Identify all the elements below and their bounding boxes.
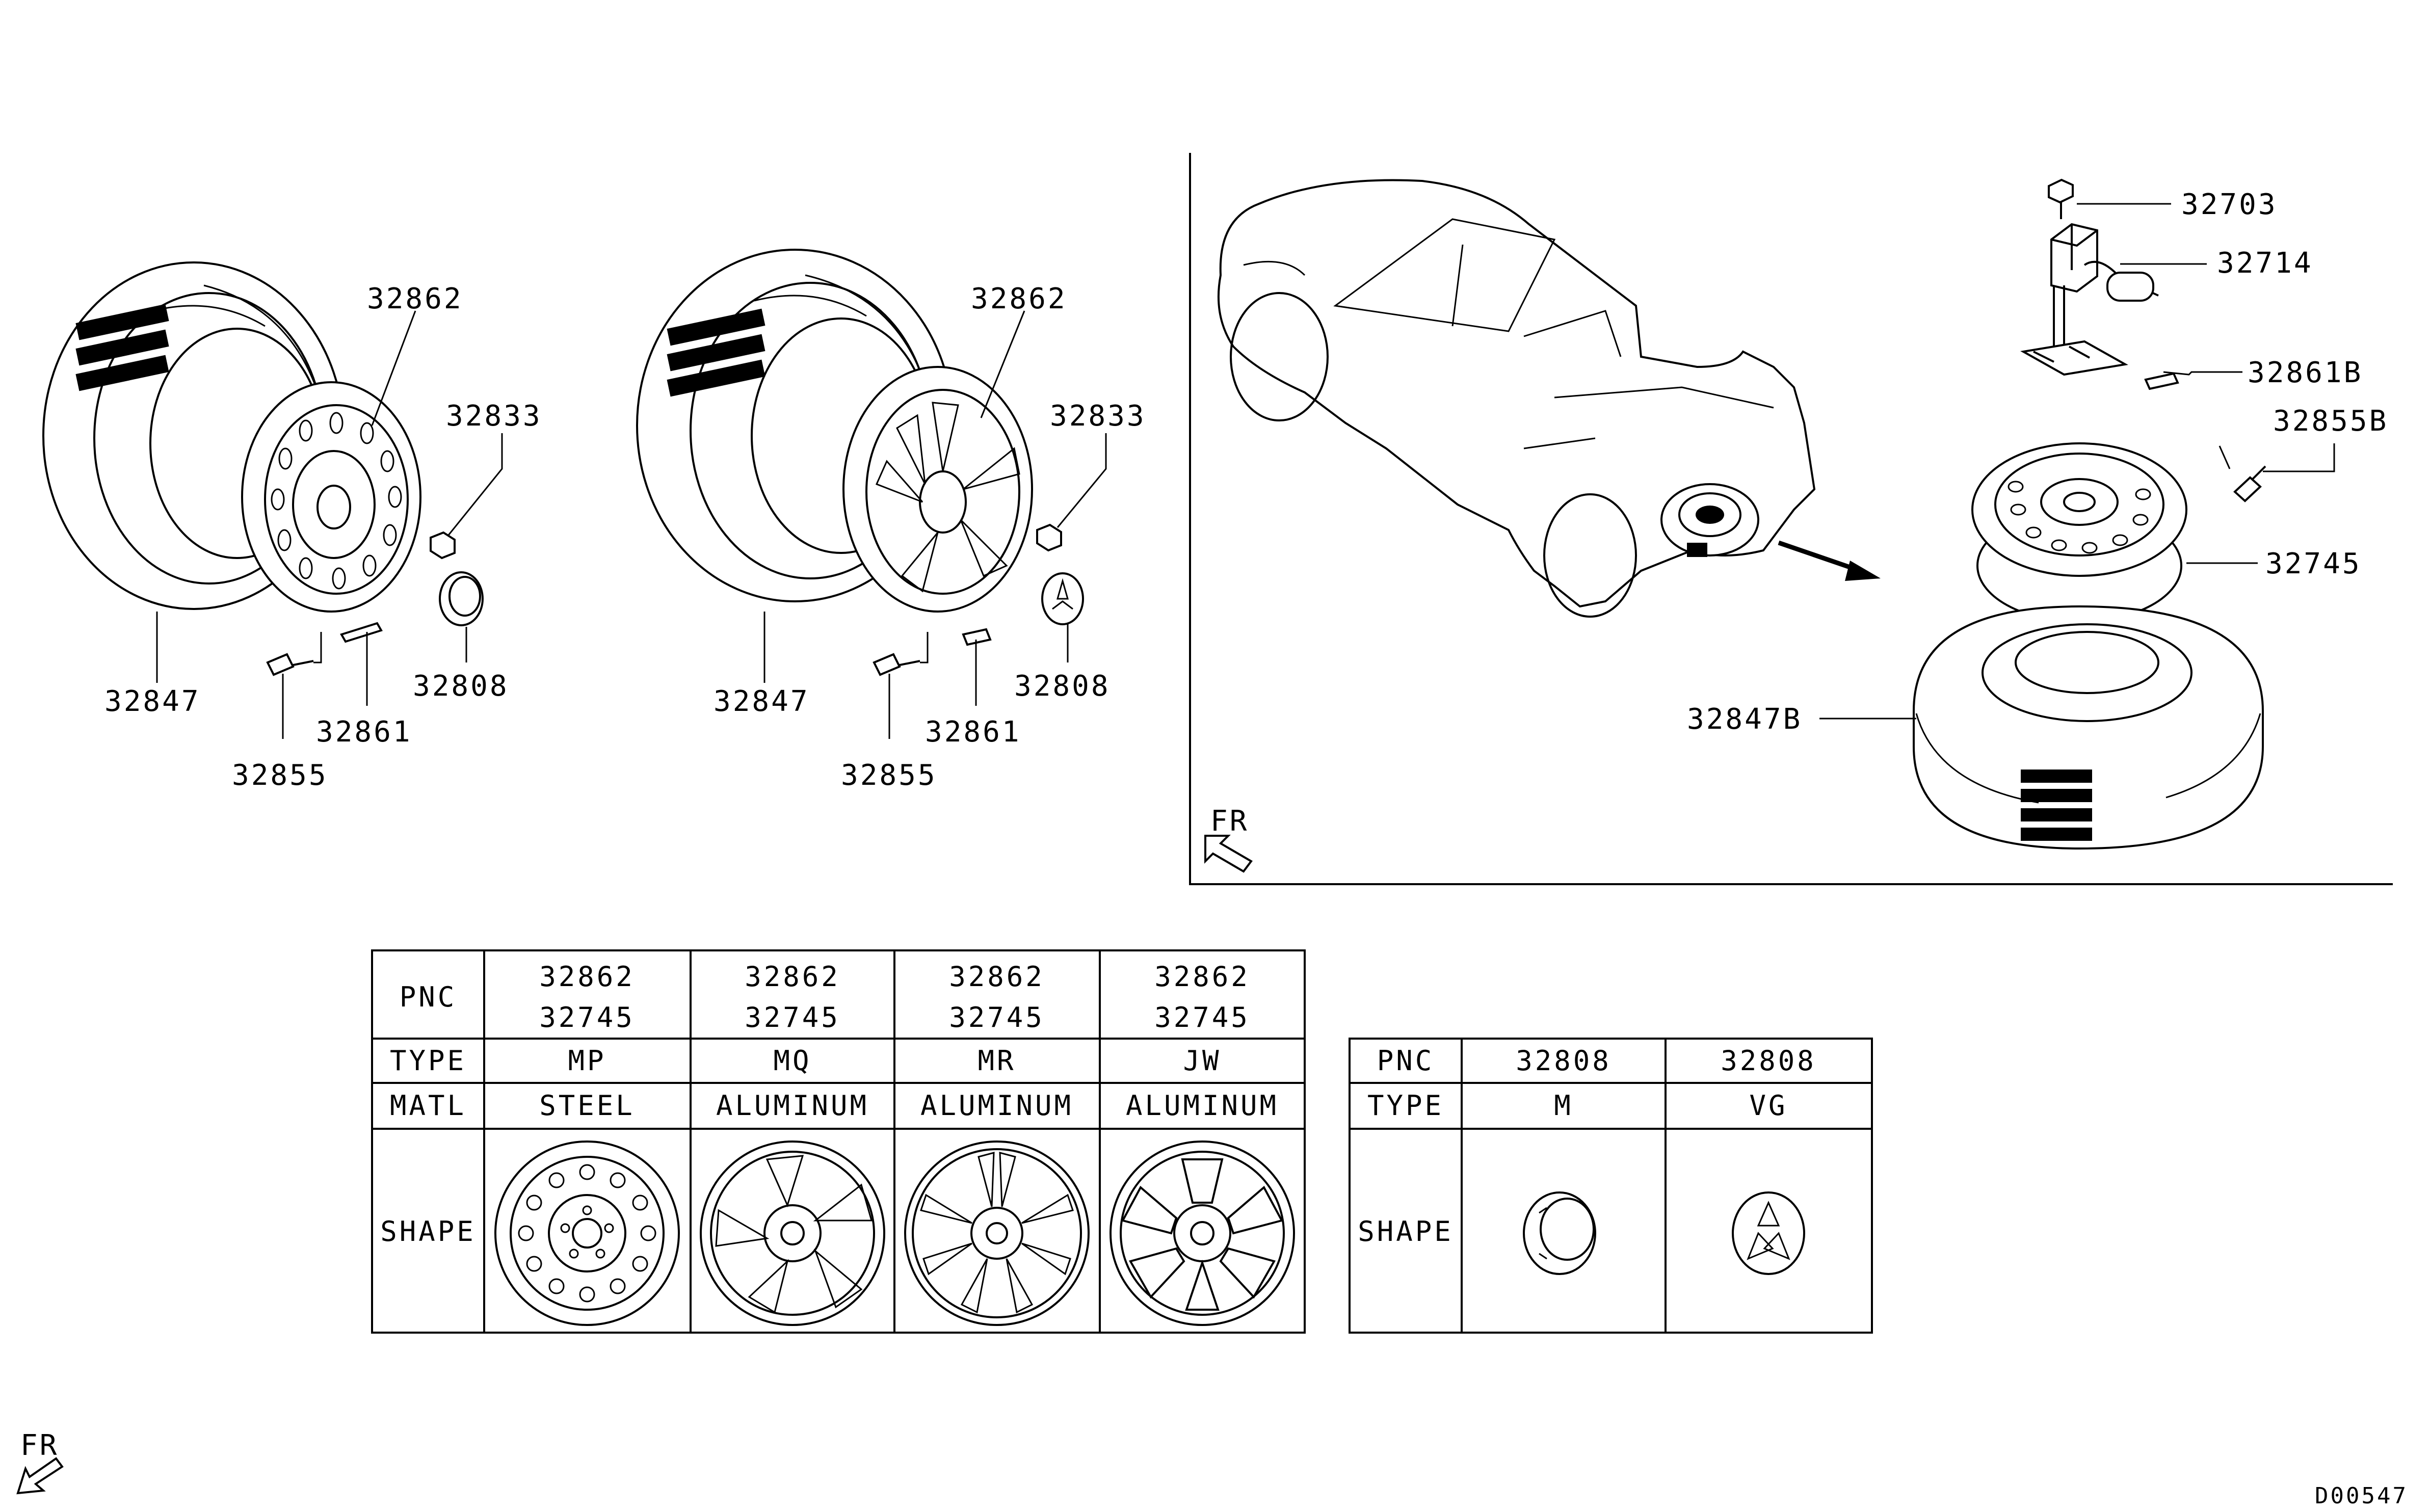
balance-weight-icon (2144, 372, 2179, 390)
spare-tire-in-truck-icon (1660, 483, 1759, 557)
spare-leaders (1819, 203, 2335, 720)
direction-arrow-icon (1778, 540, 1881, 581)
balance-weight-icon (962, 628, 992, 646)
fr-label-bottom: FR (20, 1429, 59, 1462)
cap-col-1-pnc: 32808 (1516, 1045, 1612, 1077)
callout-steel-weight: 32861 (316, 715, 412, 749)
alloy-wheel-jw-icon (1110, 1140, 1295, 1326)
callout-spare-bolt: 32703 (2181, 188, 2278, 221)
spare-carrier-icon (2020, 178, 2159, 376)
wheel-col-4-matl: ALUMINUM (1126, 1090, 1279, 1122)
valve-stem-icon (266, 653, 314, 676)
balance-weight-icon (340, 622, 383, 643)
callout-steel-tire: 32847 (104, 685, 201, 718)
callout-alloy-valve: 32855 (841, 759, 937, 792)
wheel-col-2-type: MQ (773, 1045, 811, 1077)
fr-indicator: FR (1204, 805, 1253, 873)
steel-wheel-icon (494, 1140, 680, 1326)
cap-col-2-pnc: 32808 (1721, 1045, 1816, 1077)
wheel-col-1-pnc1: 32862 (539, 961, 635, 993)
callout-alloy-tire: 32847 (714, 685, 810, 718)
fr-label: FR (1210, 805, 1249, 838)
valve-stem-icon (2233, 465, 2266, 502)
alloy-wheel-mq-icon (700, 1140, 885, 1326)
wheel-col-4-pnc1: 32862 (1154, 961, 1250, 993)
callout-spare-wheel: 32745 (2265, 547, 2362, 580)
wheel-col-2-matl: ALUMINUM (716, 1090, 869, 1122)
wheel-nut-icon (1036, 523, 1062, 552)
spare-tire-panel: 32703 32714 32861B 32855B 32745 32847B F… (1189, 153, 2393, 885)
center-cap-table: PNC TYPE SHAPE 32808 M 32808 VG (1349, 1038, 1873, 1334)
callout-spare-tire: 32847B (1687, 703, 1802, 736)
steel-wheel-icon (241, 381, 421, 613)
steel-wheel-assembly: 32862 32833 32808 32847 32861 32855 (42, 261, 542, 792)
callout-alloy-nut: 32833 (1050, 400, 1146, 433)
steel-leaders (156, 310, 503, 739)
callout-steel-cap: 32808 (413, 670, 509, 703)
wheel-col-4-pnc2: 32745 (1154, 1001, 1250, 1033)
callout-alloy-weight: 32861 (925, 715, 1021, 749)
cap-table-pnc-header: PNC (1377, 1045, 1435, 1077)
tread-pattern-icon (75, 304, 169, 391)
front-arrow-icon (16, 1457, 64, 1495)
wheel-col-3-type: MR (978, 1045, 1016, 1077)
spare-tire-icon (1913, 605, 2264, 850)
wheel-col-2-pnc2: 32745 (745, 1001, 840, 1033)
center-cap-icon (439, 571, 484, 626)
tread-pattern-icon (667, 308, 765, 397)
callout-alloy-cap: 32808 (1014, 670, 1111, 703)
wheel-col-3-pnc1: 32862 (949, 961, 1045, 993)
callout-spare-valve: 32855B (2273, 405, 2388, 438)
callout-steel-nut: 32833 (446, 400, 542, 433)
callout-spare-carrier: 32714 (2217, 247, 2313, 280)
wheel-col-2-pnc1: 32862 (745, 961, 840, 993)
wheel-spec-table: PNC TYPE MATL SHAPE 32862 32745 MP STEEL… (371, 949, 1306, 1334)
callout-steel-wheel: 32862 (367, 282, 463, 315)
wheel-table-shape-header: SHAPE (380, 1215, 476, 1248)
valve-stem-icon (873, 653, 920, 676)
cap-table-shape-header: SHAPE (1358, 1215, 1454, 1248)
callout-spare-weight: 32861B (2248, 356, 2363, 389)
center-cap-m-icon (1523, 1191, 1596, 1275)
tread-pattern-icon (2021, 770, 2092, 841)
wheel-col-4-type: JW (1183, 1045, 1221, 1077)
wheel-table-type-header: TYPE (390, 1045, 466, 1077)
diagram-code: D00547 (2315, 1483, 2408, 1509)
center-cap-vg-icon (1732, 1191, 1805, 1275)
cap-col-1-type: M (1554, 1090, 1573, 1122)
alloy-wheel-mr-icon (904, 1140, 1090, 1326)
alloy-leaders (763, 310, 1107, 739)
callout-alloy-wheel: 32862 (971, 282, 1067, 315)
wheel-col-1-type: MP (568, 1045, 606, 1077)
wheel-col-3-pnc2: 32745 (949, 1001, 1045, 1033)
wheel-col-1-pnc2: 32745 (539, 1001, 635, 1033)
spare-wheel-icon (1971, 442, 2187, 623)
wheel-nut-icon (430, 531, 456, 560)
wheel-col-3-matl: ALUMINUM (920, 1090, 1073, 1122)
callout-steel-valve: 32855 (232, 759, 328, 792)
center-cap-icon (1041, 572, 1084, 625)
alloy-wheel-icon (842, 366, 1033, 613)
alloy-wheel-assembly: 32862 32833 32808 32847 32861 32855 (636, 249, 1146, 792)
carrier-bolt-icon (2048, 178, 2074, 219)
wheel-table-pnc-header: PNC (400, 981, 457, 1013)
cap-col-2-type: VG (1749, 1090, 1787, 1122)
wheel-col-1-matl: STEEL (539, 1090, 635, 1122)
front-arrow-icon (1204, 835, 1253, 873)
cap-table-type-header: TYPE (1367, 1090, 1444, 1122)
bottom-fr-indicator: FR (16, 1429, 64, 1495)
wheel-table-matl-header: MATL (390, 1090, 466, 1122)
pickup-truck-icon (1217, 179, 1816, 618)
